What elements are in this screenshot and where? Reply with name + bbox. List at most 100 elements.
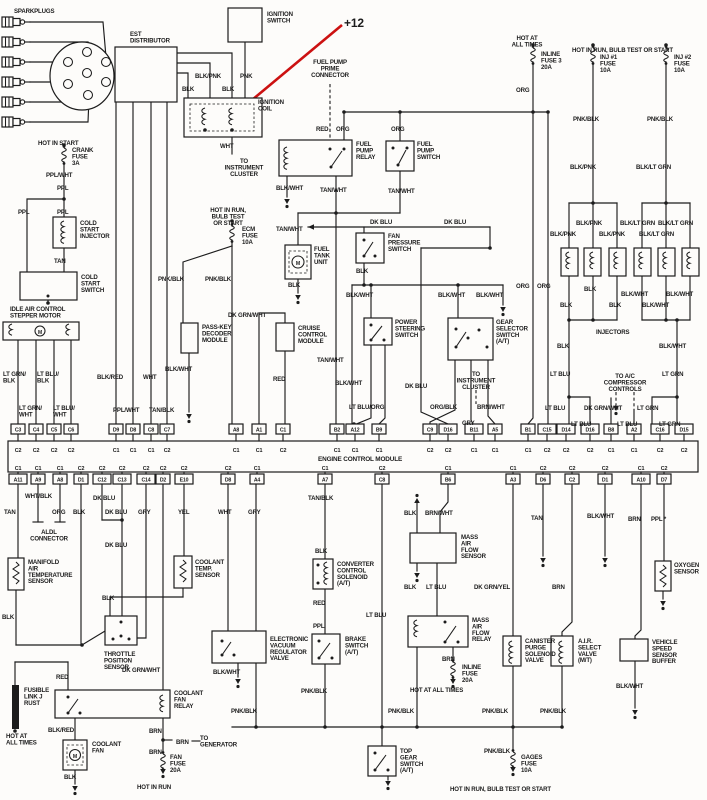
ecm-pin-c12 bbox=[92, 473, 112, 485]
junction-dot bbox=[362, 283, 366, 287]
component-label: BLK bbox=[102, 595, 115, 602]
ecm-pin-connector: C1 bbox=[525, 448, 532, 454]
component-label: ENGINE CONTROL MODULE bbox=[318, 456, 403, 463]
ecm-pin-id: A3 bbox=[510, 478, 517, 484]
ecm-pin-connector: C2 bbox=[78, 466, 85, 472]
wire-color-label: LT BLU/WHT bbox=[53, 405, 75, 418]
ecm-pin-d8 bbox=[125, 423, 141, 435]
ecm-pin-c14 bbox=[136, 473, 156, 485]
contact-dot bbox=[328, 147, 332, 151]
ecm-pin-connector: C1 bbox=[376, 448, 383, 454]
ecm-pin-a4 bbox=[249, 473, 265, 485]
wire bbox=[527, 111, 534, 427]
ground-arrow-icon bbox=[500, 307, 506, 312]
ecm-pin-id: C12 bbox=[97, 478, 106, 484]
wire-color-label: DK GRN/YEL bbox=[474, 584, 511, 591]
ecm-pin-connector: C2 bbox=[540, 466, 547, 472]
spark-plug-icon bbox=[1, 76, 31, 88]
coil-icon bbox=[323, 561, 329, 585]
component-label: ORG bbox=[516, 87, 530, 94]
contact-dot bbox=[78, 711, 82, 715]
component-label: BLK bbox=[222, 86, 235, 93]
contact-dot bbox=[220, 639, 224, 643]
coil-icon bbox=[60, 220, 66, 244]
component-label: LT GRN bbox=[637, 405, 658, 412]
fuse-dot bbox=[531, 45, 535, 48]
ecm-pin-a1 bbox=[251, 423, 267, 435]
wire-color-label: BLK/WHT bbox=[213, 669, 240, 676]
component-label: PPL bbox=[18, 209, 30, 216]
wire-color-label: DK GRN/WHT bbox=[228, 312, 267, 319]
contact-dot bbox=[386, 768, 390, 772]
fuse-dot bbox=[664, 62, 668, 65]
spark-plug-hex bbox=[12, 97, 21, 107]
ecm-pin-id: A10 bbox=[636, 478, 645, 484]
contact-dot bbox=[466, 336, 470, 340]
junction-dot bbox=[415, 725, 419, 729]
ecm-pin-b9 bbox=[371, 423, 387, 435]
coolant-fan-relay bbox=[54, 689, 171, 719]
ecm-pin-connector: C2 bbox=[15, 448, 22, 454]
wire-color-label: BLK/WHT bbox=[438, 292, 465, 299]
spark-plug-tip bbox=[19, 119, 26, 125]
ground-arrow-icon bbox=[385, 781, 391, 786]
ecm-pin-connector: C1 bbox=[631, 448, 638, 454]
component-label: RED bbox=[316, 126, 329, 133]
wire bbox=[568, 396, 591, 425]
component-label: BRN bbox=[176, 739, 189, 746]
wire-color-label: LT GRN/WHT bbox=[19, 405, 42, 418]
wire-color-label: BLK/WHT bbox=[642, 302, 669, 309]
switch-contact bbox=[397, 149, 407, 166]
spark-plug-hex bbox=[12, 77, 21, 87]
component-label: TAN bbox=[4, 509, 16, 516]
ecm-pin-id: C13 bbox=[117, 478, 126, 484]
ecm-pin-id: A11 bbox=[14, 478, 23, 484]
distributor-tower bbox=[82, 89, 94, 101]
component-label: PPL * bbox=[651, 516, 667, 523]
ground-arrow-icon bbox=[632, 710, 638, 715]
ecm-pin-d14 bbox=[556, 423, 576, 435]
ground-arrow-icon bbox=[295, 295, 301, 300]
ecm-pin-a7 bbox=[317, 473, 333, 485]
est-distributor-body bbox=[114, 46, 178, 103]
ecm-pin-id: A4 bbox=[254, 478, 261, 484]
ecm-pin-d6 bbox=[535, 473, 551, 485]
wire-color-label: PNK/BLK bbox=[482, 708, 509, 715]
wire-color-label: TAN/WHT bbox=[276, 226, 303, 233]
spark-plug-tip bbox=[19, 59, 26, 65]
junction-dot bbox=[511, 725, 515, 729]
ground-dot bbox=[541, 563, 545, 568]
ecm-pin-id: D8 bbox=[130, 428, 137, 434]
switch-contact bbox=[370, 325, 383, 341]
coil-icon bbox=[508, 640, 514, 664]
ecm-pin-id: C16 bbox=[655, 428, 664, 434]
ground-dot bbox=[236, 684, 240, 689]
junction-dot bbox=[230, 128, 234, 132]
ecm-pin-connector: C1 bbox=[15, 466, 22, 472]
ecm-pin-d16 bbox=[438, 423, 458, 435]
wire-layer bbox=[14, 21, 691, 785]
component-label: BRN bbox=[552, 584, 565, 591]
ecm-pin-connector: C2 bbox=[68, 448, 75, 454]
component-label: BLK bbox=[73, 509, 86, 516]
contact-dot bbox=[66, 711, 70, 715]
ecm-pin-a3 bbox=[505, 473, 521, 485]
engine-control-module bbox=[7, 440, 699, 473]
junction-dot bbox=[567, 395, 571, 399]
component-label: BLK bbox=[182, 86, 195, 93]
junction-dot bbox=[120, 518, 124, 522]
ground-dot bbox=[603, 563, 607, 568]
switch-contact bbox=[363, 241, 374, 257]
component-label: PPL bbox=[57, 185, 69, 192]
contact-dot bbox=[232, 653, 236, 657]
